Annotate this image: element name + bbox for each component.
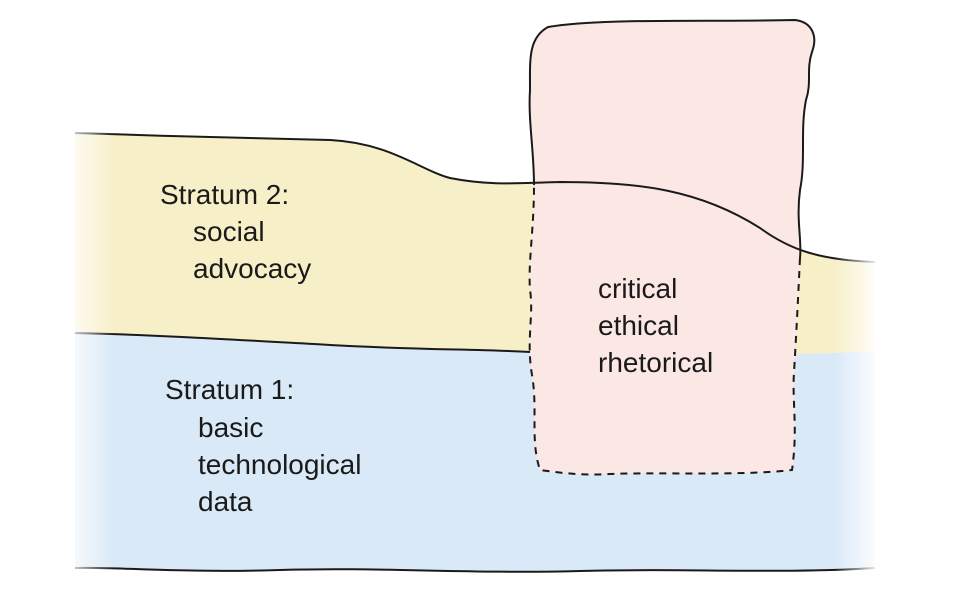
strata-boundary-line — [74, 332, 531, 353]
stratum-1-title: Stratum 1: — [165, 374, 294, 405]
overlay-line-critical: critical — [598, 273, 677, 304]
overlay-outline-solid — [528, 18, 816, 259]
overlay-box — [529, 20, 815, 475]
right-fade — [835, 240, 880, 585]
overlay-outline-dashed — [528, 184, 801, 476]
left-fade — [60, 110, 115, 585]
stratum-2-line-advocacy: advocacy — [193, 253, 311, 284]
stratum-1-line-basic: basic — [198, 412, 263, 443]
overlay-line-ethical: ethical — [598, 310, 679, 341]
stratum-1-bottom-line — [74, 566, 876, 573]
stratum-2-top-line — [74, 132, 876, 263]
stratum-2-line-social: social — [193, 216, 265, 247]
stratum-2-title: Stratum 2: — [160, 179, 289, 210]
stratum-1-line-data: data — [198, 486, 253, 517]
overlay-line-rhetorical: rhetorical — [598, 347, 713, 378]
stratum-1-line-technological: technological — [198, 449, 361, 480]
